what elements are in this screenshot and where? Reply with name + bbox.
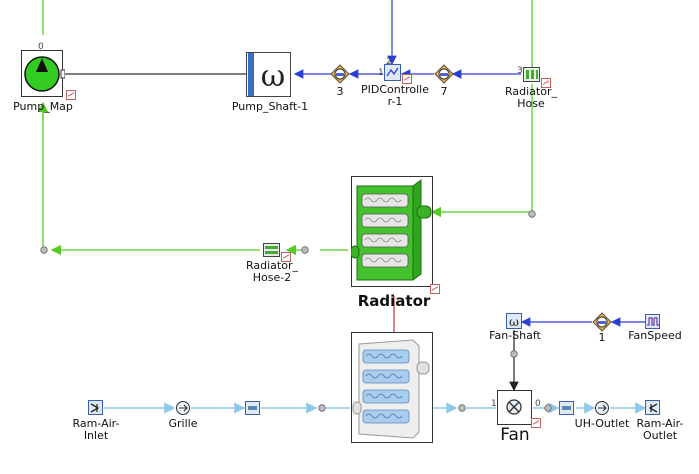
pump-map-block[interactable] — [21, 50, 66, 98]
gain-diamond-icon — [330, 64, 350, 84]
ram-air-outlet-label: Ram-Air- Outlet — [624, 418, 696, 442]
duct-icon — [559, 401, 574, 415]
fan-block[interactable] — [497, 390, 533, 426]
air-inlet-icon — [88, 400, 103, 415]
omega-shaft-icon: ω — [246, 52, 291, 97]
fan-shaft-block[interactable]: ω — [506, 313, 523, 330]
air-outlet-icon — [645, 400, 660, 415]
radiator-hose-2-label: Radiator_ Hose-2 — [236, 260, 308, 284]
fan-speed-block[interactable] — [645, 314, 661, 330]
svg-text:ω: ω — [261, 59, 285, 94]
pump-map-label: Pump_Map — [13, 100, 73, 113]
radiator-air-block[interactable] — [351, 332, 433, 444]
pid-icon — [384, 64, 401, 81]
uh-outlet-label: UH-Outlet — [574, 417, 630, 430]
gain-7-label: 7 — [440, 85, 448, 98]
pump-shaft-label: Pump_Shaft-1 — [231, 100, 309, 113]
radiator-hose-2-block[interactable] — [263, 243, 281, 258]
pid-label-line2: r-1 — [387, 95, 403, 108]
plot-annotation-icon[interactable] — [430, 284, 440, 294]
gain-diamond-icon — [592, 312, 612, 332]
ram-air-outlet-label-line1: Ram-Air- — [636, 417, 684, 430]
pid-label: PIDControlle r-1 — [355, 84, 435, 108]
ram-air-outlet-block[interactable] — [645, 400, 661, 416]
fan-shaft-label: Fan-Shaft — [489, 329, 541, 342]
plot-annotation-icon[interactable] — [541, 78, 551, 88]
gain-block-7[interactable] — [434, 64, 454, 84]
radiator-block[interactable] — [350, 176, 433, 288]
port-number: 1 — [378, 68, 384, 78]
ram-air-inlet-label-line1: Ram-Air- — [72, 417, 120, 430]
pump-icon — [21, 50, 66, 97]
uh-duct-block[interactable] — [559, 401, 575, 416]
fan-icon — [497, 390, 532, 425]
plot-annotation-icon[interactable] — [531, 418, 541, 428]
radiator-air-icon — [351, 332, 433, 443]
port-number: 0 — [535, 399, 541, 409]
gain-3-label: 3 — [336, 85, 344, 98]
port-number: 3 — [517, 66, 523, 76]
radiator-hose-block[interactable] — [523, 67, 541, 83]
gain-1-label: 1 — [598, 331, 606, 344]
hose-icon — [523, 67, 540, 82]
hose-icon — [263, 243, 280, 257]
junction-nodes — [40, 210, 552, 412]
plot-annotation-icon[interactable] — [281, 252, 291, 262]
ram-air-outlet-label-line2: Outlet — [642, 429, 678, 442]
radiator-hose-2-label-line1: Radiator_ — [246, 259, 298, 272]
grille-label: Grille — [168, 417, 198, 430]
gain-block-3[interactable] — [330, 64, 350, 84]
port-number: 1 — [491, 399, 497, 409]
radiator-hose-label-line1: Radiator_ — [505, 85, 557, 98]
ram-air-inlet-label: Ram-Air- Inlet — [60, 418, 132, 442]
plot-annotation-icon[interactable] — [402, 74, 412, 84]
port-number: 2 — [386, 57, 392, 67]
fan-label: Fan — [500, 425, 530, 445]
radiator-hose-label: Radiator_ Hose — [495, 86, 567, 110]
plot-annotation-icon[interactable] — [66, 90, 76, 100]
pid-label-line1: PIDControlle — [361, 83, 429, 96]
gain-diamond-icon — [434, 64, 454, 84]
coolant-wires — [37, 0, 533, 256]
radiator-icon — [350, 176, 433, 287]
outlet-icon — [595, 401, 609, 415]
signal-source-icon — [645, 314, 660, 329]
uh-outlet-block[interactable] — [594, 400, 610, 416]
radiator-hose-2-label-line2: Hose-2 — [252, 271, 292, 284]
svg-text:ω: ω — [509, 315, 519, 329]
fan-speed-label: FanSpeed — [628, 329, 682, 342]
duct-icon — [245, 401, 260, 415]
pid-controller-block[interactable] — [384, 64, 402, 82]
gain-block-1[interactable] — [592, 312, 612, 332]
omega-shaft-icon: ω — [506, 313, 522, 329]
grille-block[interactable] — [175, 400, 191, 416]
ram-air-inlet-label-line2: Inlet — [83, 429, 109, 442]
port-number: 0 — [38, 42, 44, 52]
ram-air-inlet-block[interactable] — [88, 400, 104, 416]
grille-icon — [176, 401, 190, 415]
signal-wires — [293, 0, 645, 327]
air-duct-block[interactable] — [245, 401, 261, 416]
radiator-label: Radiator — [357, 292, 431, 310]
radiator-hose-label-line2: Hose — [517, 97, 545, 110]
pump-shaft-block[interactable]: ω — [246, 52, 292, 98]
